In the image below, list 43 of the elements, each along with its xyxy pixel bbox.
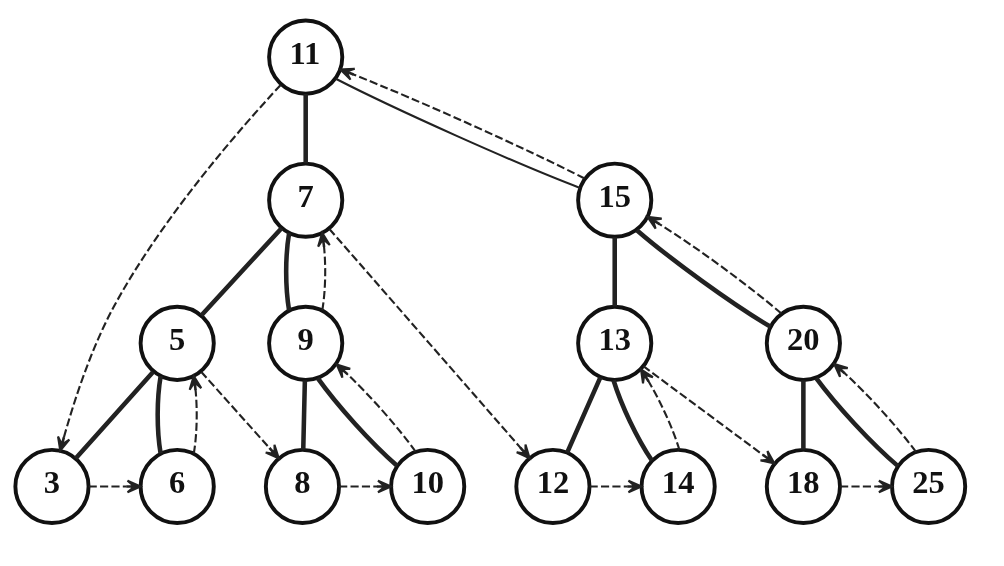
node-circle: 15	[576, 161, 654, 239]
node-circle: 6	[138, 447, 216, 525]
arrow	[339, 67, 586, 179]
node-circle: 25	[890, 447, 968, 525]
arrow	[88, 479, 142, 493]
connector	[300, 379, 308, 450]
connector	[801, 379, 806, 450]
connector	[635, 227, 772, 329]
arrow	[646, 215, 782, 314]
node-circle: 5	[138, 304, 216, 382]
arrow	[335, 362, 417, 452]
connector	[565, 376, 603, 453]
node-circle: 18	[764, 447, 842, 525]
arrow	[833, 362, 917, 452]
arrow	[56, 83, 282, 452]
arrow	[642, 364, 776, 464]
arrow	[317, 231, 331, 310]
arrow	[328, 227, 531, 459]
node-circle: 3	[13, 447, 91, 525]
connector	[303, 93, 308, 163]
arrow	[188, 374, 203, 454]
connector	[73, 369, 155, 460]
arrow	[200, 370, 280, 459]
arrow	[639, 367, 681, 450]
connector	[315, 376, 399, 467]
connector	[611, 379, 654, 462]
connector	[814, 376, 900, 468]
connector	[612, 236, 617, 306]
node-circle: 20	[764, 304, 842, 382]
node-circle: 7	[267, 161, 345, 239]
node-circle: 14	[639, 447, 717, 525]
node-circle: 9	[267, 304, 345, 382]
connector	[335, 77, 581, 189]
arrow	[840, 479, 893, 493]
arrow	[589, 479, 643, 493]
node-circle: 12	[514, 447, 592, 525]
node-circle: 8	[263, 447, 341, 525]
connector	[283, 232, 292, 311]
connector	[155, 375, 163, 454]
node-circle: 10	[389, 447, 467, 525]
arrow	[339, 479, 393, 493]
node-circle: 11	[267, 18, 345, 96]
connector	[199, 226, 284, 317]
